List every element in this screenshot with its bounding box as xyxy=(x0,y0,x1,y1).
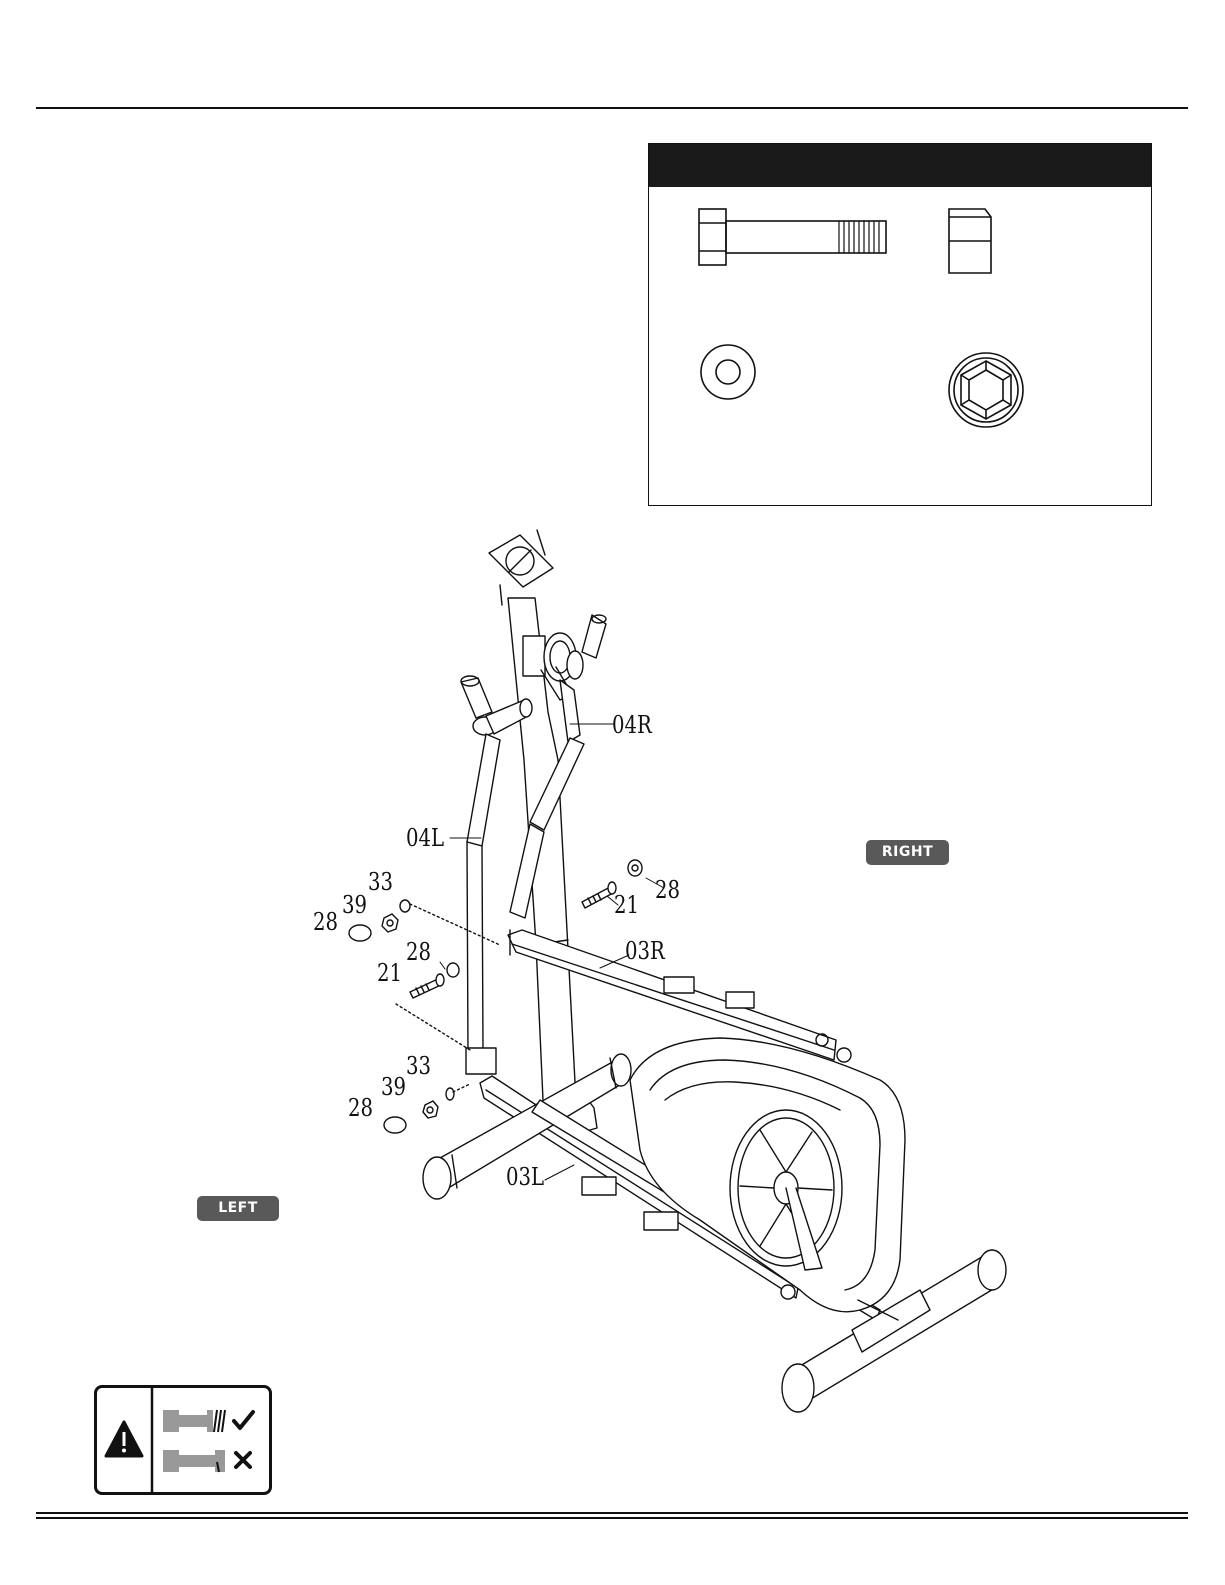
callout-03l: 03L xyxy=(506,1164,544,1191)
callout-03r: 03R xyxy=(625,938,666,965)
warning-triangle-icon xyxy=(106,1422,142,1456)
callout-28-middle: 28 xyxy=(406,939,431,966)
callout-28-right: 28 xyxy=(655,877,680,904)
callout-28-upper: 28 xyxy=(313,909,338,936)
warning-box xyxy=(94,1385,272,1495)
callout-28-lower: 28 xyxy=(348,1095,373,1122)
right-side-tag: RIGHT xyxy=(866,840,949,865)
callout-33-upper: 33 xyxy=(368,869,393,896)
checkmark-icon xyxy=(234,1412,253,1428)
bolt-wrong-icon xyxy=(163,1450,225,1472)
callout-04l: 04L xyxy=(406,825,444,852)
hardware-middle-left xyxy=(396,963,470,1050)
callout-39-lower: 39 xyxy=(381,1074,406,1101)
bolt-correct-icon xyxy=(163,1410,225,1432)
cross-icon xyxy=(236,1453,250,1467)
callout-33-lower: 33 xyxy=(406,1053,431,1080)
callout-21-right: 21 xyxy=(614,892,639,919)
console-mount-plate xyxy=(489,530,553,605)
left-side-tag: LEFT xyxy=(197,1196,279,1221)
callout-21-left: 21 xyxy=(377,960,402,987)
callout-04r: 04R xyxy=(612,712,653,739)
callout-39-upper: 39 xyxy=(342,892,367,919)
